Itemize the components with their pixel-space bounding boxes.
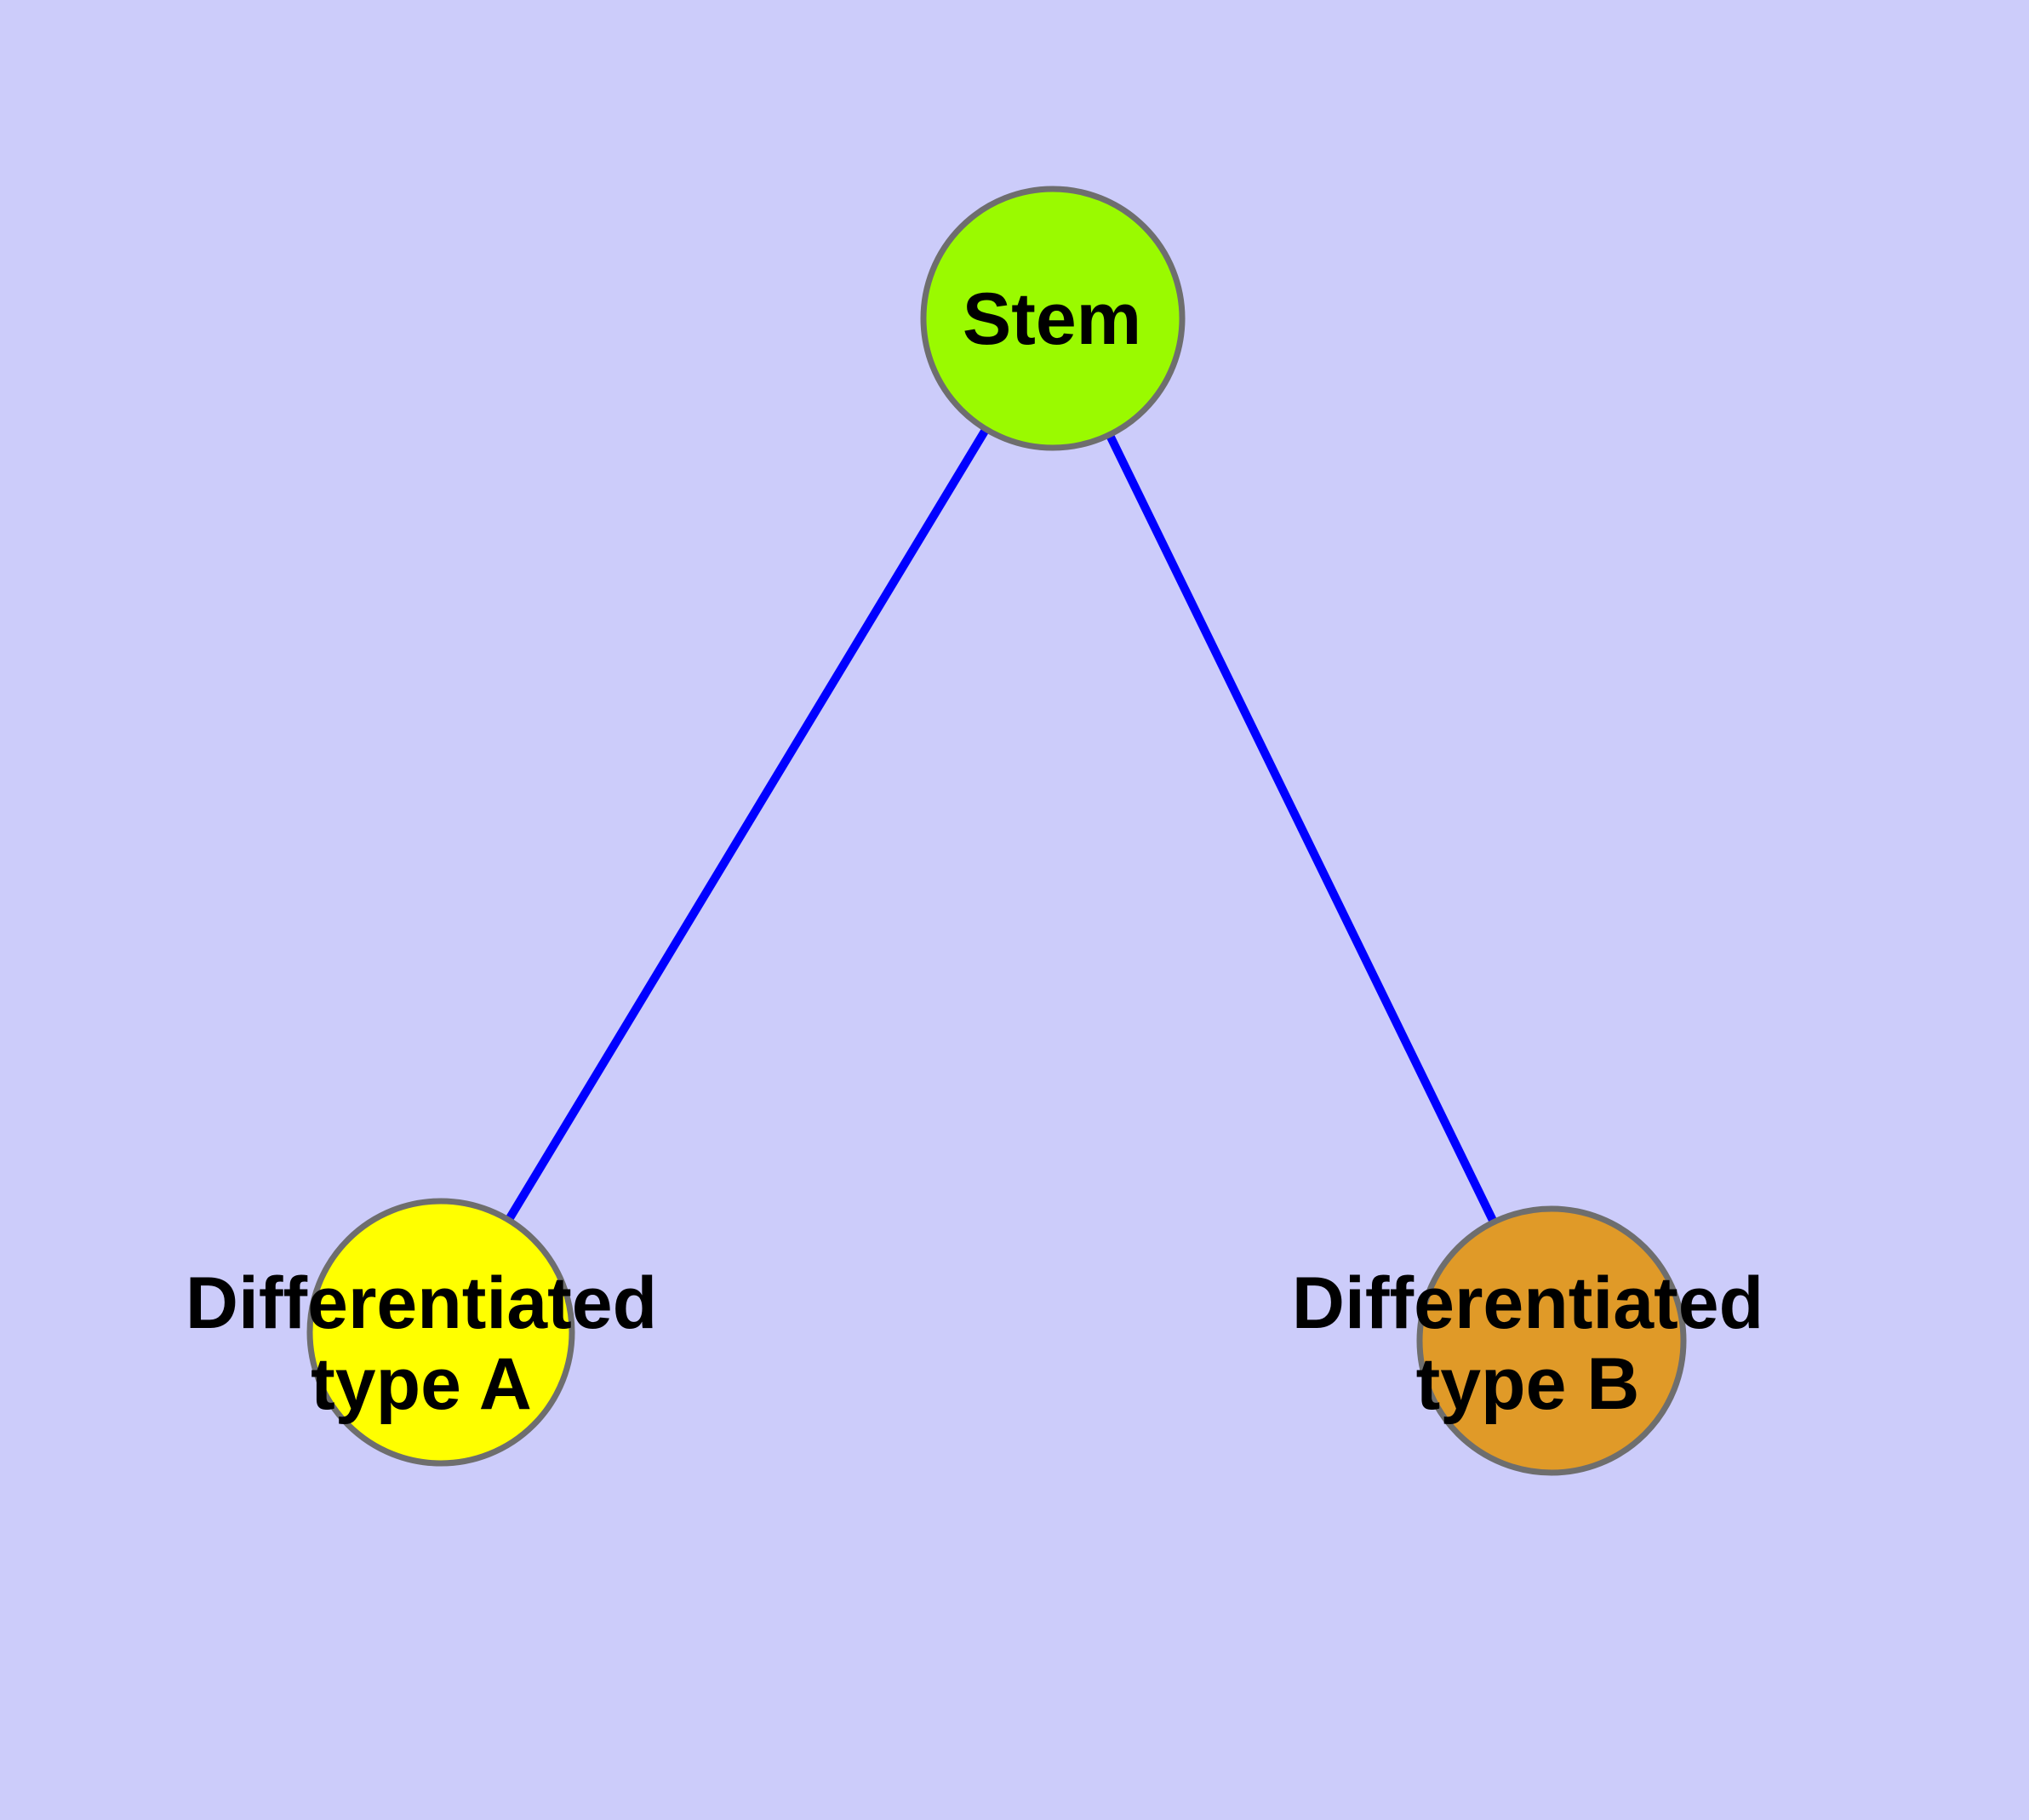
- node-label-line: Differentiated: [1292, 1262, 1763, 1344]
- node-label-line: Differentiated: [186, 1262, 657, 1344]
- graph-node-stem[interactable]: [920, 186, 1186, 451]
- node-layer: [306, 186, 1687, 1476]
- edge-layer: [506, 428, 1497, 1223]
- graph-edge-stem-to-diff-a[interactable]: [506, 428, 989, 1222]
- node-label-stem: Stem: [963, 278, 1141, 360]
- node-label-line: type B: [1416, 1343, 1640, 1425]
- node-label-line: Stem: [963, 278, 1141, 360]
- graph-node-diff-a[interactable]: [306, 1198, 575, 1467]
- graph-edge-stem-to-diff-b[interactable]: [1106, 434, 1497, 1223]
- node-label-line: type A: [311, 1343, 532, 1425]
- graph-node-diff-b[interactable]: [1416, 1205, 1687, 1476]
